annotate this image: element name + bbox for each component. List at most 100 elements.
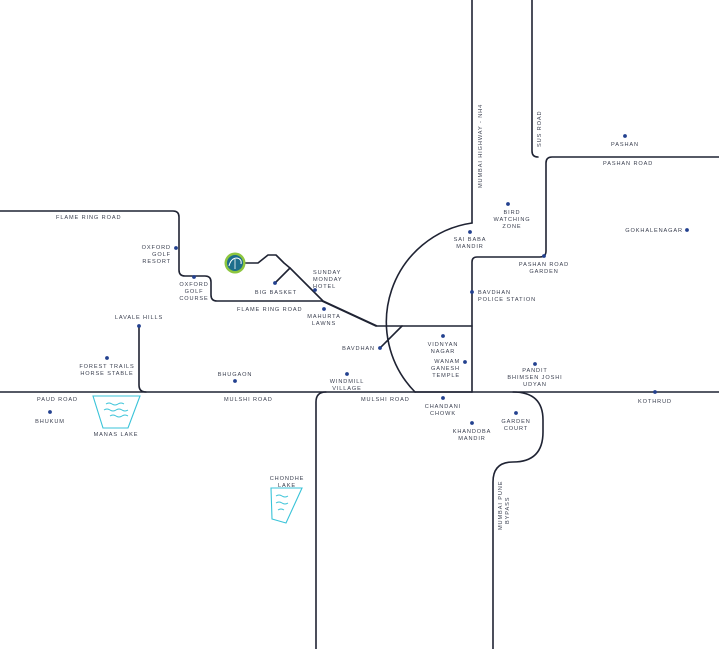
- manas-lake-shape: [92, 395, 141, 429]
- label-line: GANESH: [431, 366, 460, 372]
- label-line: MANAS LAKE: [94, 432, 139, 438]
- dot-vidnyan: [441, 334, 445, 338]
- label-flame-ring-road-top: FLAME RING ROAD: [56, 215, 121, 221]
- label-sus-road: SUS ROAD: [537, 111, 543, 147]
- dot-chandani: [441, 396, 445, 400]
- dot-lavale: [137, 324, 141, 328]
- label-paud-road: PAUD ROAD: [37, 397, 78, 403]
- label-line: FOREST TRAILS: [79, 364, 134, 370]
- dot-sunday-monday: [313, 288, 317, 292]
- label-line: BAVDHAN: [478, 290, 511, 296]
- label-line: COURSE: [179, 296, 208, 302]
- label-line: VIDNYAN: [428, 342, 459, 348]
- label-line: BHIMSEN JOSHI: [507, 375, 562, 381]
- label-bhugaon: BHUGAON: [218, 372, 253, 378]
- dot-garden-court: [514, 411, 518, 415]
- dot-oxford-course: [192, 275, 196, 279]
- dot-khandoba: [470, 421, 474, 425]
- label-line: MANDIR: [456, 244, 483, 250]
- label-line: WINDMILL: [330, 379, 365, 385]
- dot-mahurta: [322, 307, 326, 311]
- label-line: GOKHALENAGAR: [625, 228, 683, 234]
- label-pashan-road: PASHAN ROAD: [603, 161, 653, 167]
- label-mulshi-road-east: MULSHI ROAD: [361, 397, 410, 403]
- label-line: KHANDOBA: [453, 429, 492, 435]
- project-location-marker-icon[interactable]: [224, 252, 246, 274]
- label-pashan: PASHAN: [611, 142, 639, 148]
- road-labels: FLAME RING ROAD FLAME RING ROAD MULSHI R…: [37, 104, 653, 530]
- dot-gokhalenagar: [685, 228, 689, 232]
- mumbai-pune-bypass-line: [492, 391, 544, 649]
- label-line: TEMPLE: [432, 373, 460, 379]
- label-line: LAWNS: [312, 321, 336, 327]
- label-line: RESORT: [142, 259, 171, 265]
- dot-bavdhan-police: [470, 290, 474, 294]
- label-mumbai-highway: MUMBAI HIGHWAY - NH4: [478, 104, 484, 188]
- bavdhan-circle-line: [385, 222, 473, 393]
- label-line: MANDIR: [458, 436, 485, 442]
- dot-pashan-garden: [542, 254, 546, 258]
- dot-bhugaon: [233, 379, 237, 383]
- label-line: GARDEN: [501, 419, 530, 425]
- label-line: CHOWK: [430, 411, 456, 417]
- bavdhan-spur-line: [379, 325, 403, 349]
- label-line: OXFORD: [142, 245, 171, 251]
- project-access-road-line: [244, 254, 473, 327]
- road-south-chandani-line: [315, 391, 327, 649]
- dot-big-basket: [273, 281, 277, 285]
- label-bypass-line-1: MUMBAI PUNE: [498, 481, 504, 530]
- dot-oxford-resort: [174, 246, 178, 250]
- label-line: GARDEN: [529, 269, 558, 275]
- label-line: PANDIT: [522, 368, 548, 374]
- label-line: BHUKUM: [35, 419, 65, 425]
- lavale-spur-line: [138, 325, 147, 393]
- label-line: GOLF: [152, 252, 171, 258]
- label-line: BIRD: [504, 210, 521, 216]
- label-gokhalenagar: GOKHALENAGAR: [625, 228, 683, 234]
- label-line: POLICE STATION: [478, 297, 536, 303]
- label-line: CHONDHE: [270, 476, 305, 482]
- label-line: PASHAN: [611, 142, 639, 148]
- label-mulshi-road-west: MULSHI ROAD: [224, 397, 273, 403]
- label-line: MAHURTA: [307, 314, 340, 320]
- label-line: HOTEL: [313, 284, 336, 290]
- label-manas-lake: MANAS LAKE: [94, 432, 139, 438]
- flame-ring-road-top-line: [0, 210, 377, 327]
- label-line: BIG BASKET: [255, 290, 297, 296]
- label-bhukum: BHUKUM: [35, 419, 65, 425]
- dot-pashan: [623, 134, 627, 138]
- dot-wanam: [463, 360, 467, 364]
- dot-windmill: [345, 372, 349, 376]
- dot-sai-baba: [468, 230, 472, 234]
- label-line: WANAM: [434, 359, 460, 365]
- label-line: BAVDHAN: [342, 346, 375, 352]
- big-basket-spur-line: [274, 267, 291, 284]
- label-line: MONDAY: [313, 277, 343, 283]
- label-line: GOLF: [185, 289, 204, 295]
- label-line: SAI BABA: [454, 237, 487, 243]
- dot-forest-trails: [105, 356, 109, 360]
- label-line: LAKE: [278, 483, 296, 489]
- label-line: WATCHING: [493, 217, 530, 223]
- label-kothrud: KOTHRUD: [638, 399, 672, 405]
- dot-bavdhan: [378, 346, 382, 350]
- label-line: ZONE: [502, 224, 521, 230]
- label-line: KOTHRUD: [638, 399, 672, 405]
- dot-kothrud: [653, 390, 657, 394]
